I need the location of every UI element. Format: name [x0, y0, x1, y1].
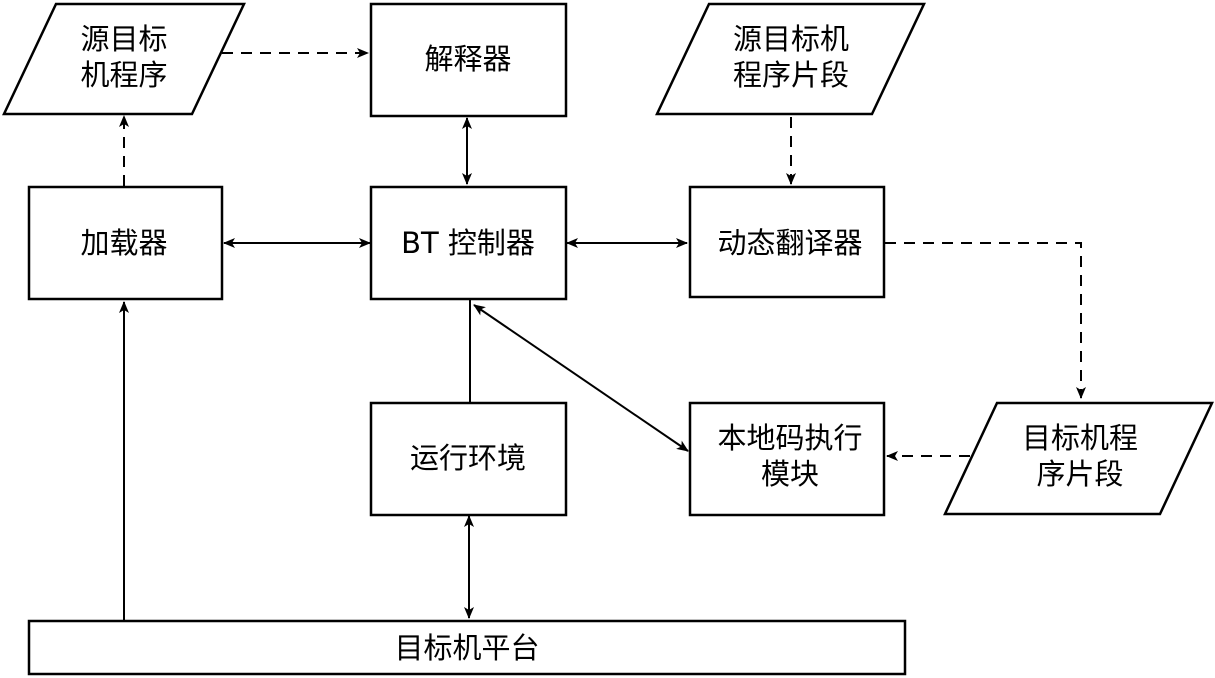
node-native-exec: 本地码执行 模块: [688, 401, 886, 517]
target-fragment-label-line-1: 目标机程: [1022, 421, 1138, 455]
connections: [119, 48, 1086, 620]
loader-shape: [27, 185, 224, 301]
bt-controller-shape: [369, 185, 568, 301]
bt-controller-label: BT 控制器: [401, 226, 535, 260]
interpreter-shape: [369, 2, 568, 118]
interpreter-label: 解释器: [424, 42, 511, 76]
source-fragment-label-line-1: 源目标机: [733, 22, 849, 56]
runtime-env-label: 运行环境: [410, 441, 526, 475]
node-target-fragment: 目标机程 序片段: [943, 401, 1214, 516]
node-loader: 加载器: [27, 185, 224, 301]
dynamic-translator-shape: [688, 185, 886, 299]
target-fragment-shape: [943, 401, 1214, 516]
edge-translator-to-target-fragment: [885, 242, 1086, 399]
source-fragment-label-line-2: 程序片段: [733, 58, 849, 92]
runtime-env-shape: [369, 401, 568, 517]
native-exec-label-line-1: 本地码执行: [717, 421, 862, 455]
node-bt-controller: BT 控制器: [369, 185, 568, 301]
native-exec-label-line-2: 模块: [761, 457, 819, 491]
node-source-fragment: 源目标机 程序片段: [655, 2, 926, 116]
target-platform-shape: [27, 619, 907, 676]
node-interpreter: 解释器: [369, 2, 568, 118]
edge-bt-controller-native-exec: [473, 304, 689, 452]
source-program-shape: [2, 2, 246, 116]
source-program-label-line-2: 机程序: [80, 58, 167, 92]
dynamic-translator-label: 动态翻译器: [717, 226, 862, 260]
source-fragment-shape: [655, 2, 926, 116]
node-source-program: 源目标 机程序: [2, 2, 246, 116]
native-exec-shape: [688, 401, 886, 517]
target-platform-label: 目标机平台: [394, 631, 539, 665]
node-dynamic-translator: 动态翻译器: [688, 185, 886, 299]
node-runtime-env: 运行环境: [369, 401, 568, 517]
source-program-label-line-1: 源目标: [80, 22, 167, 56]
loader-label: 加载器: [80, 226, 167, 260]
node-target-platform: 目标机平台: [27, 619, 907, 676]
target-fragment-label-line-2: 序片段: [1036, 457, 1123, 491]
